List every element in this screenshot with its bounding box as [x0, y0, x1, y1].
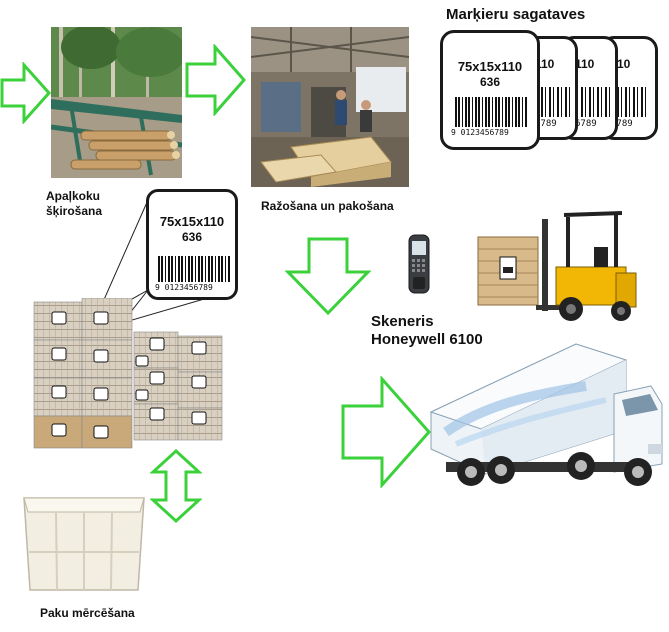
label-barcode-digits: 6789	[611, 119, 633, 129]
debarking-caption-text: Apaļkoku šķirošana	[46, 189, 103, 218]
handheld-scanner-icon	[408, 234, 430, 294]
scanner-caption-line2: Honeywell 6100	[371, 331, 483, 348]
labeled-timber-packages	[32, 298, 227, 450]
flow-arrow-down-to-scanner	[285, 237, 371, 316]
label-barcode-digits: 6789	[575, 119, 597, 129]
label-dims: 110	[575, 57, 595, 71]
barcode-icon	[455, 97, 527, 127]
debarking-photo	[51, 27, 182, 178]
flow-arrow-debarking-to-sawing	[185, 44, 246, 116]
label-code: 636	[479, 75, 501, 89]
double-headed-arrow-icon	[150, 448, 202, 524]
flow-arrow-to-truck	[341, 376, 432, 488]
label-blank-front-card: 75x15x110 636 9 0123456789	[440, 30, 540, 150]
debarking-caption: Apaļkoku šķirošana	[46, 189, 156, 219]
zoomed-package-label: 75x15x110 636 9 0123456789	[146, 189, 238, 300]
label-blanks-stack: 110 6789 110 6789 110 6789 75x15x110 636…	[440, 30, 660, 155]
forklift-icon	[477, 211, 637, 321]
dipping-caption: Paku mērcēšana	[40, 606, 135, 620]
flow-arrow-into-debarking	[0, 62, 52, 124]
truck-icon	[429, 343, 663, 486]
label-dims: 110	[535, 57, 555, 71]
plastic-tub-icon	[23, 497, 145, 591]
label-barcode-digits: 9 0123456789	[155, 283, 213, 292]
sawmill-photo	[251, 27, 409, 187]
labels-title-caption: Marķieru sagataves	[446, 6, 586, 23]
label-barcode-digits: 6789	[535, 119, 557, 129]
scanner-caption-line1: Skeneris	[371, 313, 434, 330]
label-code: 636	[181, 230, 203, 244]
barcode-icon	[573, 87, 613, 117]
sawing-caption: Ražošana un pakošana	[261, 199, 394, 213]
label-barcode-digits: 9 0123456789	[451, 128, 509, 137]
label-dims: 75x15x110	[159, 214, 225, 229]
barcode-icon	[158, 256, 230, 282]
label-dims: 75x15x110	[457, 59, 523, 74]
